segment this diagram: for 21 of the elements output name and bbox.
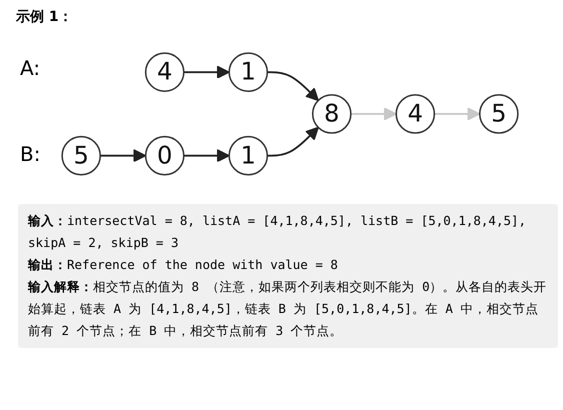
arrow [267,126,319,157]
title: 示例 1： [16,8,73,26]
list-label: B: [20,142,40,166]
arrow [434,107,480,121]
node-circle: 5 [61,136,101,176]
node-circle: 0 [144,136,185,176]
arrow [184,149,230,162]
list-label: A: [20,56,40,80]
node-circle: 4 [144,52,185,92]
node-circle: 5 [479,94,519,134]
node-circle: 1 [228,52,268,92]
arrow [350,107,397,121]
arrow [100,149,146,162]
node-circle: 8 [312,94,352,134]
explanation-text: 输入解释：相交节点的值为 8 （注意，如果两个列表相交则不能为 0）。从各自的表头开始算起，链表 A 为 [4,1,8,4,5]，链表 B 为 [5,0,1,8,4,5]。在 A 中，相交节点前有 2 个节点；在 B 中，相交节点前有 3 个节点。 [28,278,548,340]
explanation-text: 输出：Reference of the node with value = 8 [28,256,339,274]
arrow [184,66,230,79]
arrow [267,71,319,102]
node-circle: 1 [228,136,268,176]
explanation-text: 输入：intersectVal = 8, listA = [4,1,8,4,5], listB = [5,0,1,8,4,5], skipA = 2, skipB = 3 [28,212,528,252]
node-circle: 4 [395,94,436,134]
